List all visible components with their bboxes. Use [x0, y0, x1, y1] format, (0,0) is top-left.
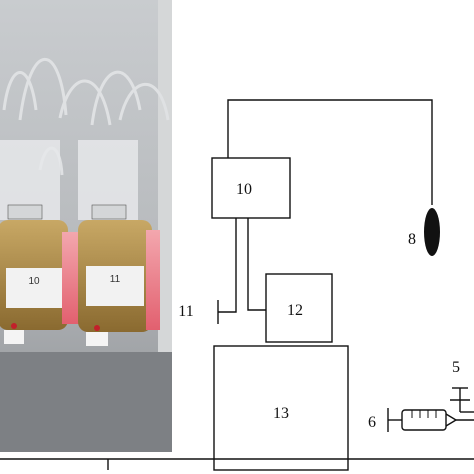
label-12: 12	[287, 302, 303, 319]
photo-wall-edge	[158, 0, 172, 452]
bottle-left: 10	[0, 140, 68, 344]
syringe-nozzle	[445, 413, 458, 427]
bottle-right-label	[86, 266, 144, 306]
label-5: 5	[452, 359, 460, 376]
bottle-left-valve-knob	[11, 323, 17, 329]
box-10	[211, 157, 291, 219]
wire-10-to-11	[218, 218, 237, 313]
bottle-left-label-text: 10	[28, 276, 40, 287]
bottle-right-valve	[86, 332, 108, 346]
label-8: 8	[408, 231, 416, 248]
wire-10-to-8	[227, 99, 433, 205]
syringe-graduations	[411, 410, 437, 418]
label-10: 10	[236, 181, 252, 198]
probe-8	[424, 208, 440, 256]
bottle-right-neck	[91, 204, 127, 220]
label-6: 6	[368, 414, 376, 431]
bottle-left-valve	[4, 330, 24, 344]
photo-bench	[0, 352, 172, 452]
bottle-left-label	[6, 268, 62, 308]
apparatus-photo: 10 11	[0, 0, 172, 452]
box-13	[213, 345, 349, 471]
pink-liquid-left	[62, 232, 82, 324]
box-12	[265, 273, 333, 343]
valve-5	[450, 387, 474, 413]
label-13: 13	[273, 405, 289, 422]
bottle-left-neck	[7, 204, 43, 220]
label-11: 11	[178, 303, 193, 320]
pink-liquid-right	[146, 230, 160, 330]
bottle-right-valve-knob	[94, 325, 100, 331]
syringe-barrel	[401, 409, 447, 431]
bottle-right-label-text: 11	[110, 274, 121, 285]
schematic-diagram: 10 8 11 12 13 5	[0, 99, 474, 471]
syringe-6	[387, 408, 474, 432]
wire-10-to-12	[247, 218, 266, 311]
bottle-right: 11	[78, 140, 152, 346]
